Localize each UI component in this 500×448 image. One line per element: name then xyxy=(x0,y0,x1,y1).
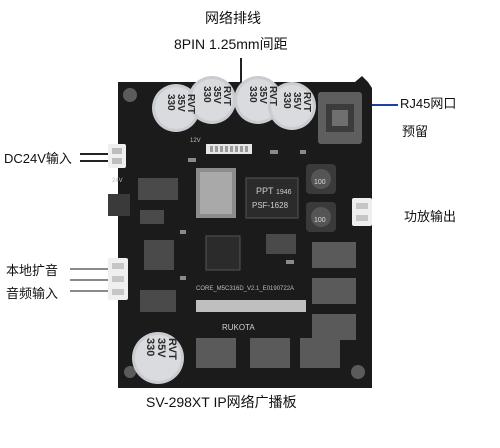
svg-text:1946: 1946 xyxy=(276,189,292,196)
ppt-chip: PPT 1946 PSF-1628 xyxy=(245,177,299,219)
rj45-label: RJ45网口 xyxy=(400,96,457,111)
mount-hole-tl xyxy=(123,88,137,102)
rj45-footprint xyxy=(318,92,362,144)
capacitor-5 xyxy=(132,332,184,384)
cap-4-text-3: RVT xyxy=(301,92,312,112)
svg-text:330: 330 xyxy=(144,338,156,356)
cap-1-text: 330 xyxy=(165,94,176,111)
soc-chip xyxy=(205,235,241,271)
dc-pointer-line-1 xyxy=(80,153,108,155)
cap-1-text-2: 35V xyxy=(175,94,186,112)
svg-text:CORE_M5C316D_V2.1_E0190722A: CORE_M5C316D_V2.1_E0190722A xyxy=(196,286,294,292)
bottom-mosfets xyxy=(196,338,340,368)
pcb-outline xyxy=(118,76,372,388)
amp-output-label: 功放输出 xyxy=(404,209,457,224)
capacitor-1 xyxy=(152,84,200,132)
svg-text:RVT: RVT xyxy=(166,338,178,360)
svg-text:35V: 35V xyxy=(155,338,167,358)
reserved-label: 预留 xyxy=(402,124,429,139)
mount-hole-bl xyxy=(124,366,136,378)
board-caption: SV-298XT IP网络广播板 xyxy=(146,394,297,410)
inductor-1 xyxy=(306,164,336,194)
amp-output-connector xyxy=(352,198,372,226)
audio-input-label: 音频输入 xyxy=(6,286,59,301)
cap-3-text-3: RVT xyxy=(267,86,278,106)
speaker-pointer-line-2 xyxy=(70,279,108,281)
mount-hole-br xyxy=(351,365,365,379)
power-mosfets xyxy=(312,242,356,340)
svg-text:24V: 24V xyxy=(112,178,123,184)
cap-4-text-2: 35V xyxy=(291,92,302,110)
inductor-2 xyxy=(306,202,336,232)
svg-text:12V: 12V xyxy=(190,138,201,144)
bottom-flat-connector xyxy=(196,300,306,312)
cap-2-text-2: 35V xyxy=(211,86,222,104)
network-pitch-label: 8PIN 1.25mm间距 xyxy=(174,36,288,52)
speaker-audio-connector xyxy=(108,258,128,300)
cap-2-text: 330 xyxy=(201,86,212,103)
capacitor-2 xyxy=(188,76,236,124)
speaker-pointer-line-3 xyxy=(70,290,108,292)
cap-3-text: 330 xyxy=(247,86,258,103)
svg-text:PSF-1628: PSF-1628 xyxy=(252,201,289,210)
cap-4-text: 330 xyxy=(281,92,292,109)
speaker-pointer-line-1 xyxy=(70,268,108,270)
dc-pointer-line-2 xyxy=(80,160,108,162)
dc-input-connector xyxy=(108,144,126,168)
svg-text:RUKOTA: RUKOTA xyxy=(222,323,255,332)
cap-2-text-3: RVT xyxy=(221,86,232,106)
svg-text:100: 100 xyxy=(314,217,326,224)
network-fpc-connector xyxy=(206,144,252,154)
cap-1-text-3: RVT xyxy=(185,94,196,114)
svg-text:100: 100 xyxy=(314,179,326,186)
cap-3-text-2: 35V xyxy=(257,86,268,104)
local-speaker-label: 本地扩音 xyxy=(6,263,59,278)
rj45-pointer-line xyxy=(372,104,398,106)
network-cable-label: 网络排线 xyxy=(205,10,261,26)
capacitor-4 xyxy=(268,82,316,130)
svg-text:PPT: PPT xyxy=(256,186,274,196)
dc-input-label: DC24V输入 xyxy=(4,151,72,166)
